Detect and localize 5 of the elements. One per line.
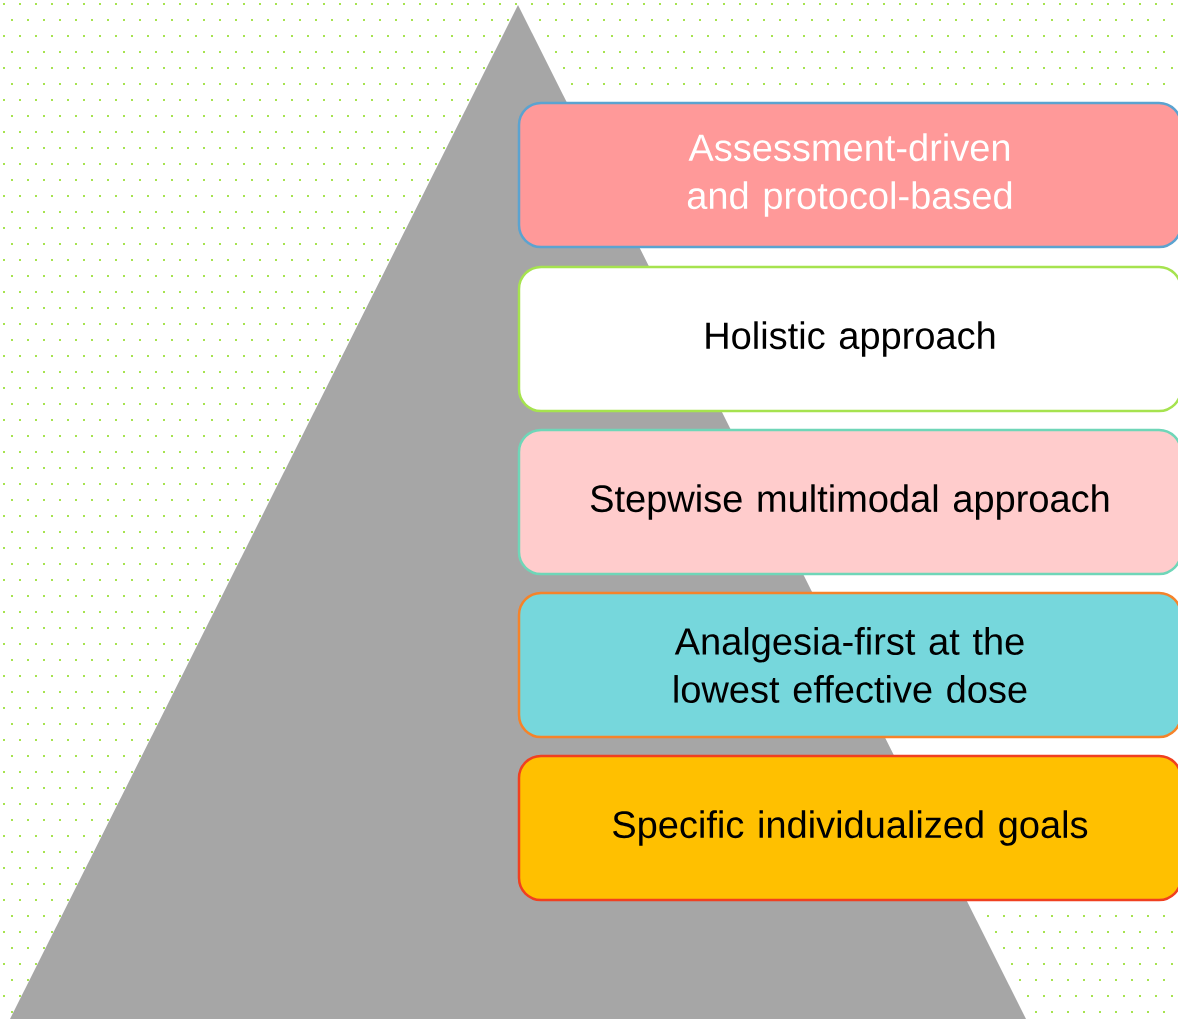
text-box: Specific individualized goals — [517, 754, 1178, 902]
text-box: Assessment-driven and protocol-based — [517, 101, 1178, 249]
text-box: Stepwise multimodal approach — [517, 428, 1178, 576]
text-box: Holistic approach — [517, 265, 1178, 413]
text-box: Analgesia-first at the lowest effective dose — [517, 591, 1178, 739]
